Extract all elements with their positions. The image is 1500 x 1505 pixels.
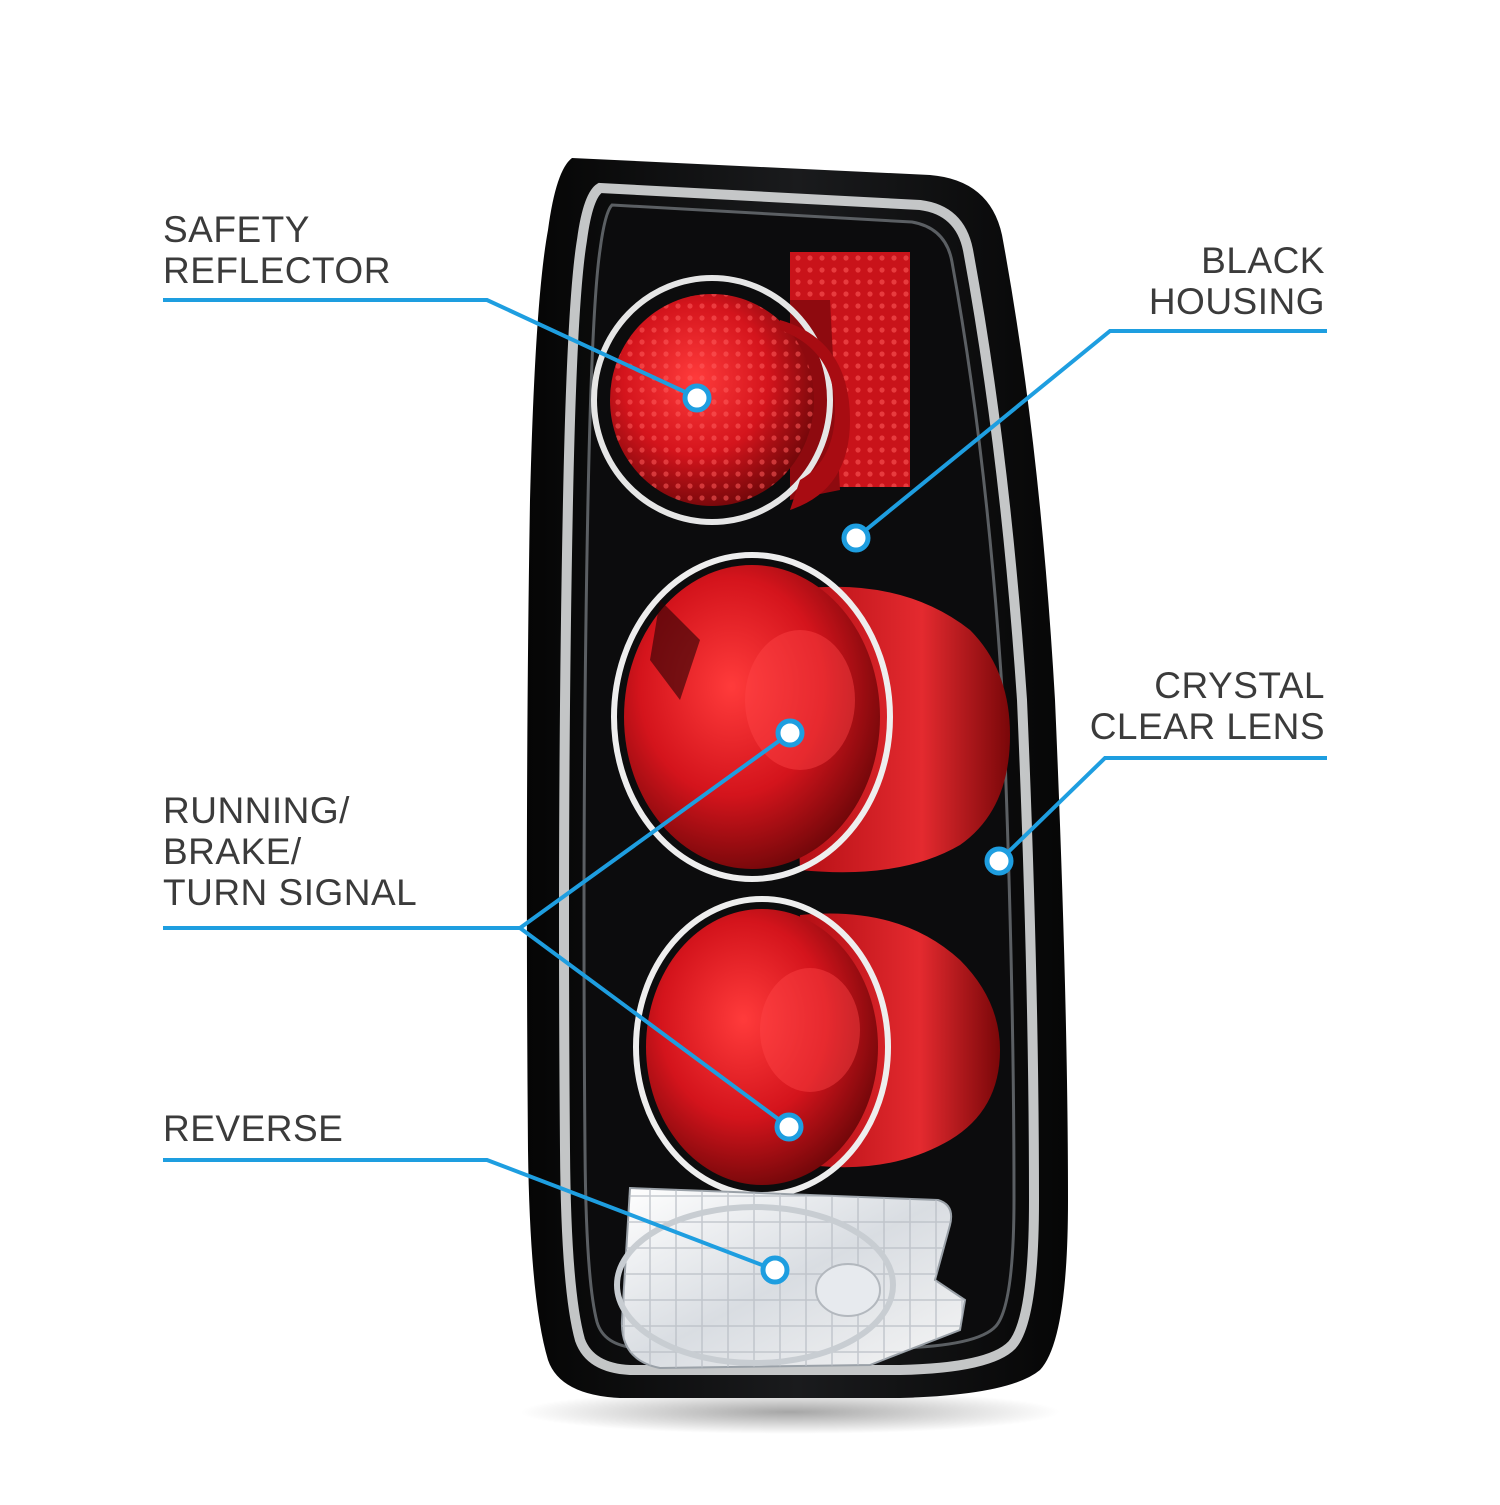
leader-black-housing xyxy=(854,329,1327,540)
crystal-clear-border xyxy=(559,182,1040,1375)
label-running-brake-turn: RUNNING/ BRAKE/ TURN SIGNAL xyxy=(163,790,417,913)
dot-running-lower xyxy=(774,1112,804,1142)
leader-lines xyxy=(163,298,1327,1272)
upper-lamp-ring xyxy=(611,552,893,882)
leader-crystal-clear-lens xyxy=(997,756,1327,863)
leader-safety-reflector xyxy=(163,298,699,400)
dot-running-upper xyxy=(775,718,805,748)
label-line: CLEAR LENS xyxy=(1089,706,1325,747)
label-line: TURN SIGNAL xyxy=(163,872,418,913)
leader-reverse xyxy=(163,1158,776,1272)
label-line: BRAKE/ xyxy=(163,831,302,872)
dot-black-housing xyxy=(841,523,871,553)
reflector-ring xyxy=(591,275,833,525)
label-line: BLACK xyxy=(1201,240,1325,281)
label-line: CRYSTAL xyxy=(1154,665,1325,706)
label-line: RUNNING/ xyxy=(163,790,350,831)
dot-crystal-clear-lens xyxy=(984,846,1014,876)
label-line: HOUSING xyxy=(1148,281,1325,322)
lower-lamp-lens xyxy=(646,909,878,1185)
label-crystal-clear-lens: CRYSTAL CLEAR LENS xyxy=(1090,665,1325,747)
drop-shadow xyxy=(520,1390,1060,1434)
callout-dots xyxy=(682,383,1014,1285)
label-safety-reflector: SAFETY REFLECTOR xyxy=(163,209,391,291)
label-line: REVERSE xyxy=(163,1108,344,1149)
label-reverse: REVERSE xyxy=(163,1108,343,1149)
label-black-housing: BLACK HOUSING xyxy=(1149,240,1325,322)
dot-safety-reflector xyxy=(682,383,712,413)
label-line: SAFETY xyxy=(163,209,310,250)
leader-running-lower xyxy=(518,926,791,1129)
dot-reverse xyxy=(760,1255,790,1285)
label-line: REFLECTOR xyxy=(163,250,391,291)
reverse-ring xyxy=(614,1204,896,1366)
